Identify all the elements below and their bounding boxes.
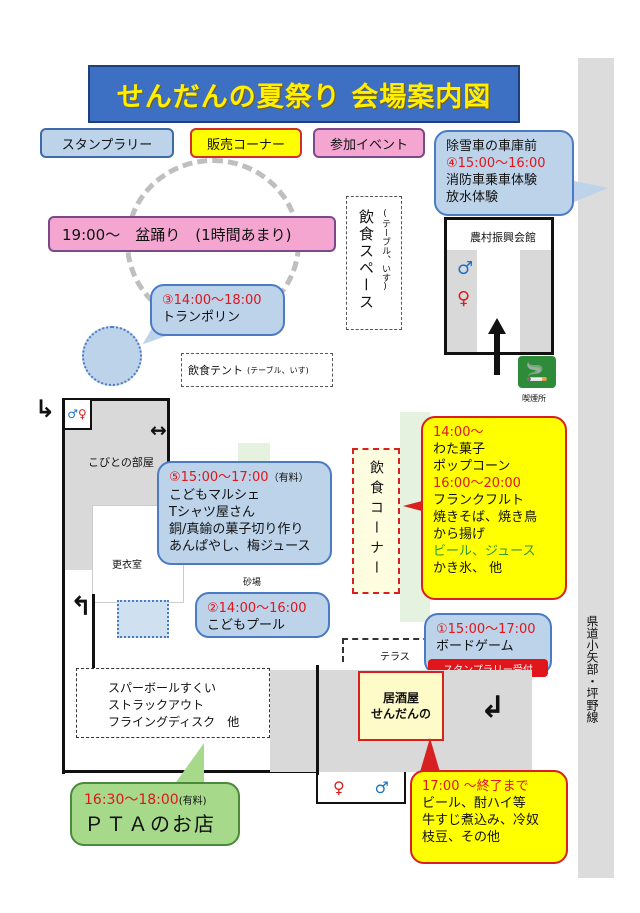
trampoline-bubble: ③14:00～18:00 トランポリン [150,284,285,336]
restroom-box: ♂♀ [62,398,92,430]
kodomo-marche-time: ⑤15:00～17:00 [169,470,269,485]
firetruck-line1: 消防車乗車体験 [446,173,538,188]
food-bubble: 14:00～ わた菓子 ポップコーン 16:00～20:00 フランクフルト 焼… [421,416,567,600]
food-item: から揚げ [433,527,486,542]
board-game-time: ①15:00～17:00 [436,622,536,637]
inshoku-tent: 飲食テント (テーブル、いす) [181,353,333,387]
games-item: スパーボールすくい [108,681,217,695]
kodomo-marche-fee: （有料） [268,473,309,484]
male-icon: ♂ [67,407,78,421]
games-item: ストラックアウト [108,698,205,712]
izakaya-item: 牛すじ煮込み、冷奴 [422,813,540,828]
kodomo-marche-item: こどもマルシェ [169,488,261,503]
games-item-text: フライングディスク [108,715,216,729]
kodomo-marche-item: 銅/真鍮の菓子切り作り [169,522,304,537]
izakaya-box: 居酒屋 せんだんの [358,671,444,741]
female-icon: ♀ [77,407,87,421]
trampoline-time: ③14:00～18:00 [162,293,262,308]
food-time1: 14:00～ [433,425,484,440]
pool-bubble: ②14:00～16:00 こどもプール [195,592,330,638]
pta-time-row: 16:30～18:00(有料) [84,792,226,810]
arrow-lr-icon: ↔ [150,418,167,442]
food-corner: 飲食コーナー [352,448,400,594]
arrow-return-icon: ↰ [70,592,92,622]
food-item: わた菓子 [433,442,486,457]
trampoline-circle [82,326,142,386]
food-time2: 16:00～20:00 [433,476,521,491]
izakaya-item: ビール、酎ハイ等 [422,796,526,811]
smoking-label: 喫煙所 [522,394,546,403]
terrace-area [342,638,470,662]
games-list: スパーボールすくい ストラックアウト フライングディスク 他 [108,680,239,731]
games-item: フライングディスク 他 [108,714,239,731]
inshoku-tent-sub: (テーブル、いす) [247,365,309,375]
left-wall [62,398,65,774]
pta-pointer [174,743,204,785]
legend-stamp-rally: スタンプラリー [40,128,174,158]
food-corner-label: 飲食コーナー [368,460,384,580]
inshoku-space: 飲食スペース (テーブル、いす) [346,196,402,330]
izakaya-bubble: 17:00 ～終了まで ビール、酎ハイ等 牛すじ煮込み、冷奴 枝豆、その他 [410,770,568,864]
bon-odori-text: 19:00～ 盆踊り (1時間あまり) [62,225,292,244]
izakaya-line2: せんだんの [370,707,431,721]
inshoku-space-label: 飲食スペース [357,209,375,311]
sunaba-label: 砂場 [243,578,262,588]
noson-wing [520,250,551,352]
arrow-enter-icon: ↳ [35,395,56,423]
legend-event: 参加イベント [313,128,425,158]
noson-label: 農村振興会館 [470,231,536,244]
trampoline-name: トランポリン [162,310,241,325]
inshoku-tent-label: 飲食テント [188,364,243,377]
lower-building-wall [316,665,319,775]
izakaya-line1: 居酒屋 [382,691,419,705]
firetruck-time: ④15:00～16:00 [446,156,546,171]
kodomo-marche-time-row: ⑤15:00～17:00（有料） [169,469,320,487]
izakaya-time: 17:00 ～終了まで [422,779,529,794]
legend-sales-corner: 販売コーナー [190,128,302,158]
firetruck-line2: 放水体験 [446,190,499,205]
pta-fee: (有料) [178,796,207,807]
firetruck-place: 除雪車の車庫前 [446,139,538,154]
noson-corridor [447,250,477,352]
pool-name: こどもプール [207,618,286,633]
arrow-up-icon [488,318,506,334]
food-item: 焼きそば、焼き鳥 [433,510,538,525]
kodomo-marche-bubble: ⑤15:00～17:00（有料） こどもマルシェ Tシャツ屋さん 銅/真鍮の菓子… [157,461,332,565]
bon-odori-banner: 19:00～ 盆踊り (1時間あまり) [48,216,336,252]
terrace-label: テラス [380,652,410,663]
kodomo-marche-item: あんぱやし、梅ジュース [169,539,311,554]
pta-time: 16:30～18:00 [84,792,179,808]
games-other: 他 [227,715,240,729]
pool-time: ②14:00～16:00 [207,601,307,616]
smoking-icon: 🚬 [518,356,556,388]
arrow-down-icon: ↲ [480,690,506,725]
pta-name: ＰＴＡのお店 [84,812,216,836]
kodomo-marche-item: Tシャツ屋さん [169,505,255,520]
male-icon: ♂ [374,777,390,797]
izakaya-pointer [420,738,440,772]
female-icon: ♀ [332,777,345,797]
pool-area [117,600,169,638]
kobito-label: こびとの部屋 [88,456,154,469]
bottom-restroom: ♀♂ [316,772,406,804]
food-item: ポップコーン [433,459,511,474]
road-label: 県道小矢部・坪野線 [585,615,599,723]
food-item: かき氷、 他 [433,561,503,576]
arrow-up-shaft [494,333,500,375]
izakaya-item: 枝豆、その他 [422,830,501,845]
board-game-name: ボードゲーム [436,639,514,654]
inshoku-space-sub: (テーブル、いす) [380,209,390,292]
games-area [76,668,270,738]
female-restroom-icon: ♀ [457,288,471,309]
food-item: フランクフルト [433,493,525,508]
kouishitsu-label: 更衣室 [112,560,142,571]
firetruck-bubble: 除雪車の車庫前 ④15:00～16:00 消防車乗車体験 放水体験 [434,130,574,216]
page-title: せんだんの夏祭り 会場案内図 [88,65,520,123]
pta-bubble: 16:30～18:00(有料) ＰＴＡのお店 [70,782,240,846]
inner-wall [92,594,95,668]
male-restroom-icon: ♂ [457,258,474,279]
food-item: ビール、ジュース [433,544,536,559]
